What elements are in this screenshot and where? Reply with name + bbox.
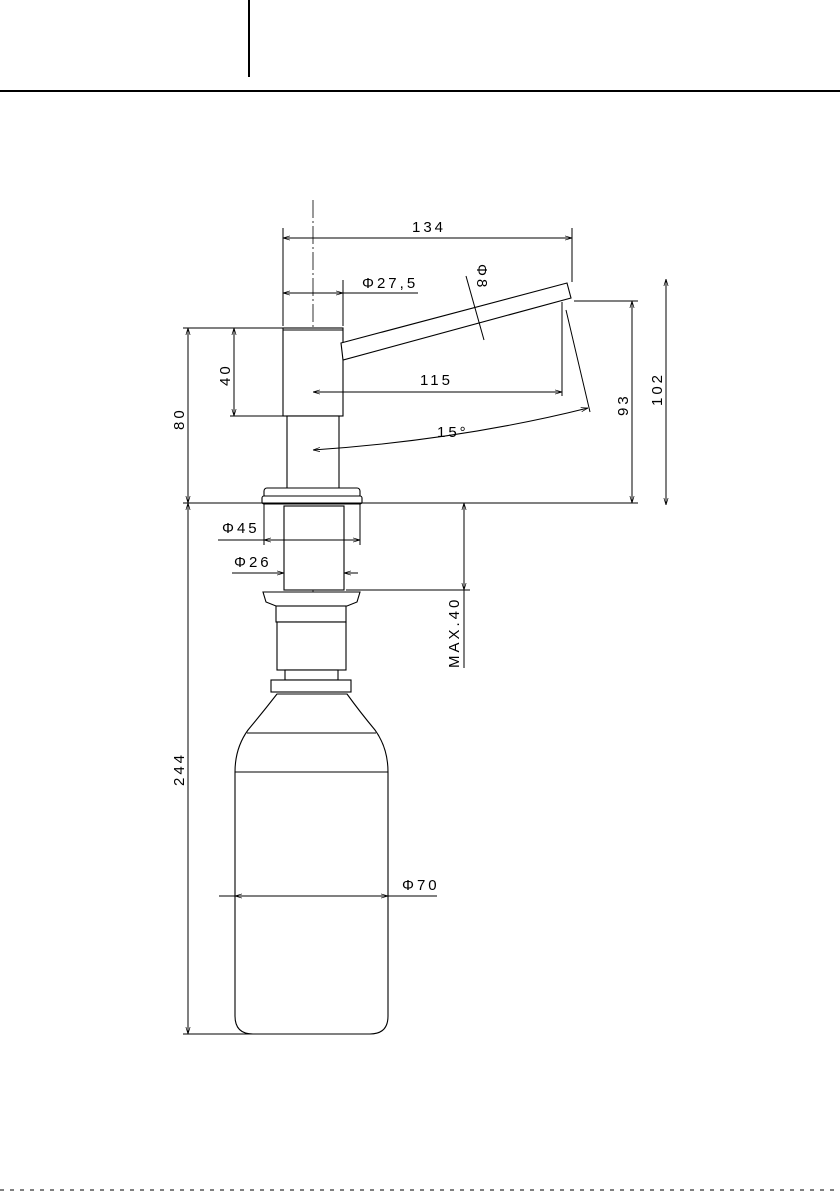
label-flange-diameter: Φ45	[222, 520, 260, 537]
label-max-40: MAX.40	[446, 597, 463, 668]
label-244: 244	[171, 752, 188, 786]
bottle-cap	[271, 680, 351, 692]
label-102: 102	[649, 372, 666, 406]
threaded-shank	[284, 506, 344, 590]
dim-head-height: 40	[217, 328, 283, 416]
dispenser-head	[262, 283, 571, 504]
pump-head-body	[283, 328, 343, 416]
label-80: 80	[171, 407, 188, 430]
dim-body-diameter: Φ27,5	[283, 275, 418, 326]
extension-line	[566, 310, 590, 412]
bottle-adapter	[285, 670, 338, 680]
mounting-assembly	[263, 506, 360, 692]
nut-body	[277, 622, 346, 670]
label-93: 93	[615, 393, 632, 416]
label-bottle-diameter: Φ70	[402, 877, 440, 894]
pump-neck	[287, 416, 339, 492]
dim-max-counter-thickness: MAX.40	[346, 503, 470, 668]
lock-nut	[276, 606, 346, 622]
dim-overall-height: 102	[649, 279, 666, 505]
dim-spout-diameter: Φ8	[466, 264, 490, 340]
label-115: 115	[420, 372, 453, 389]
title-block	[0, 0, 840, 91]
label-15-degrees: 15°	[437, 424, 469, 441]
dim-spout-tip-height: 93	[574, 301, 638, 503]
label-spout-diameter: Φ8	[473, 264, 490, 290]
label-40: 40	[217, 363, 234, 386]
label-134: 134	[412, 219, 446, 236]
label-hole-diameter: Φ26	[234, 554, 272, 571]
label-body-diameter: Φ27,5	[362, 275, 418, 292]
soap-bottle	[235, 694, 388, 1034]
lock-washer	[263, 592, 360, 606]
spout-arm	[341, 283, 571, 360]
bottle-body	[235, 694, 388, 1034]
